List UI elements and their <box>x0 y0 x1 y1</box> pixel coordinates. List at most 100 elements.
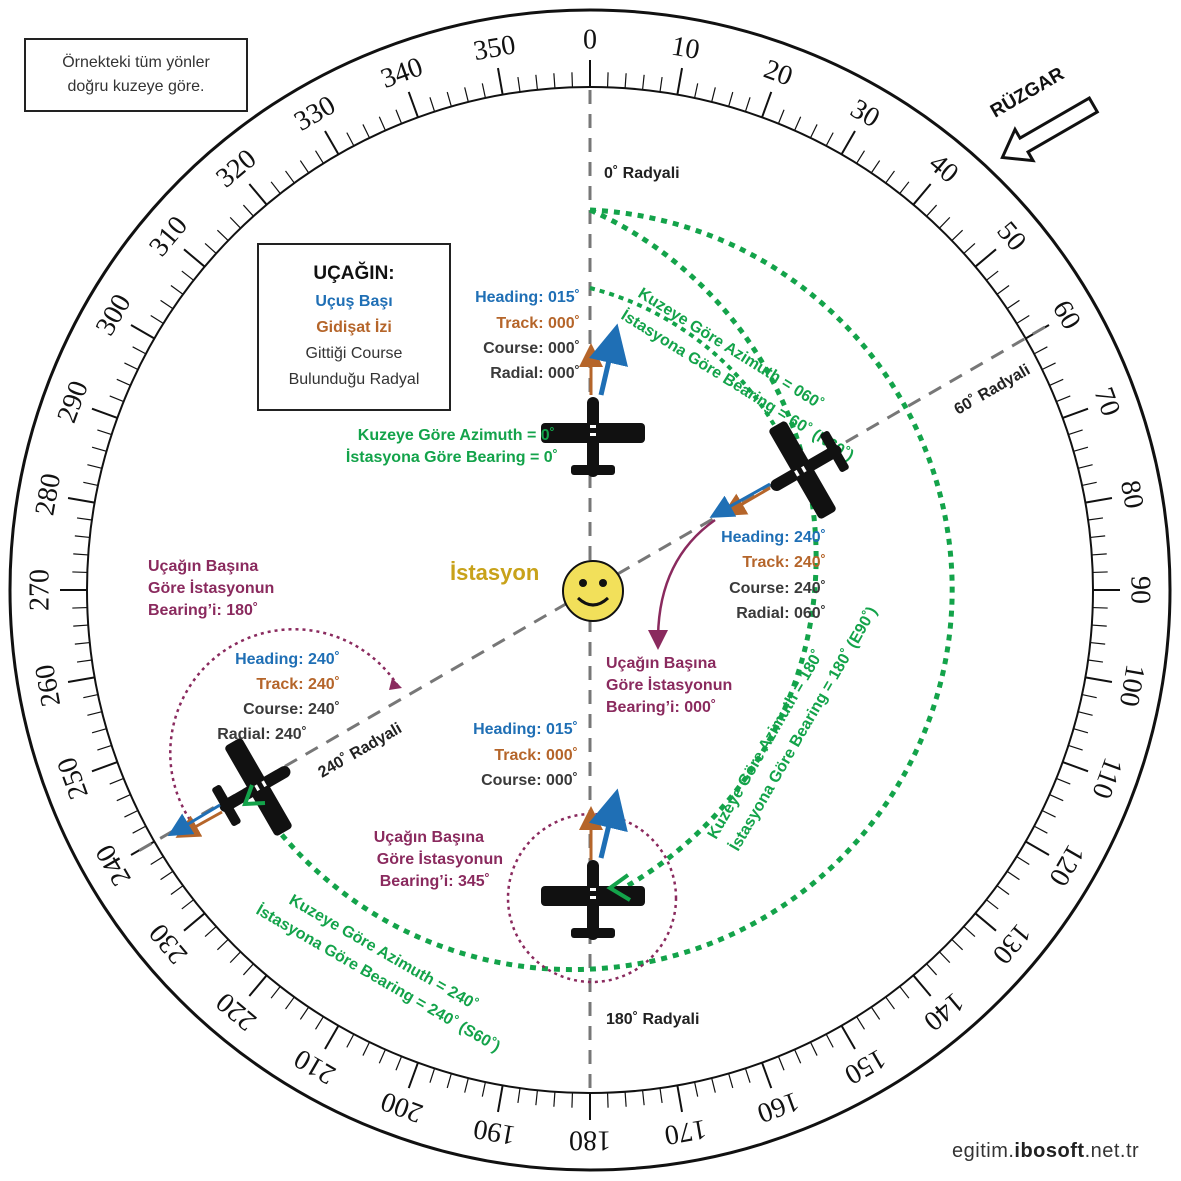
compass-tick <box>1033 346 1048 355</box>
compass-number: 70 <box>1088 383 1127 420</box>
compass-tick <box>825 132 834 147</box>
compass-number: 50 <box>991 216 1033 257</box>
smiley-icon <box>562 560 624 622</box>
bearing-text: İstasyona Göre Bearing = 0˚ <box>346 448 558 466</box>
compass-tick <box>429 97 436 112</box>
compass-tick <box>885 170 895 184</box>
compass-number: 220 <box>210 986 262 1037</box>
compass-tick <box>777 1056 785 1071</box>
compass-tick <box>777 109 785 124</box>
compass-tick <box>885 996 895 1010</box>
compass-tick <box>464 87 469 103</box>
course-text: Course: 000˚ <box>483 340 580 357</box>
compass-tick <box>1016 856 1030 866</box>
compass-number: 280 <box>29 471 67 518</box>
compass-tick <box>571 72 574 88</box>
site-prefix: egitim. <box>952 1140 1015 1162</box>
rel-bearing-2: Göre İstasyonun <box>606 676 732 694</box>
compass-tick <box>378 1049 386 1064</box>
rel-bearing-3: Bearing’i: 345˚ <box>380 873 490 890</box>
compass-number: 300 <box>90 289 138 341</box>
compass-tick <box>216 229 229 242</box>
compass-number: 20 <box>760 54 797 93</box>
compass-tick <box>362 1041 371 1056</box>
compass-tick <box>446 91 452 107</box>
compass-tick <box>985 270 999 281</box>
compass-tick <box>132 346 147 355</box>
compass-tick <box>1049 794 1064 802</box>
compass-tick <box>553 1091 556 1107</box>
compass-tick <box>378 116 386 131</box>
compass-tick <box>1081 481 1097 487</box>
compass-number: 120 <box>1042 839 1090 891</box>
compass-number: 170 <box>662 1113 709 1151</box>
compass-tick <box>67 676 95 684</box>
compass-tick <box>181 270 194 281</box>
legend-radial: Bulunduğu Radyal <box>288 371 420 388</box>
compass-tick <box>74 535 90 539</box>
track-text: Track: 000˚ <box>496 315 580 332</box>
radial-label-0: 0˚ Radyali <box>604 165 680 182</box>
compass-tick <box>299 160 310 174</box>
compass-tick <box>395 1056 403 1071</box>
compass-tick <box>446 1073 452 1089</box>
compass-tick <box>1092 571 1108 574</box>
compass-tick <box>711 87 716 103</box>
compass-tick <box>1016 314 1030 324</box>
compass-tick <box>624 73 627 89</box>
compass-tick <box>985 899 999 910</box>
compass-tick <box>324 130 340 155</box>
wind-label: RÜZGAR <box>987 63 1068 122</box>
wind-indicator: RÜZGAR <box>987 63 1100 163</box>
compass-tick <box>496 67 504 95</box>
radial-text: Radial: 000˚ <box>490 365 580 382</box>
compass-tick <box>870 1006 881 1020</box>
compass-tick <box>996 285 1010 295</box>
compass-number: 210 <box>289 1042 341 1090</box>
compass-tick <box>553 73 556 89</box>
compass-tick <box>1091 624 1107 627</box>
compass-tick <box>204 926 217 938</box>
heading-arrow <box>709 482 771 518</box>
compass-tick <box>72 606 88 609</box>
compass-tick <box>825 1033 834 1048</box>
compass-tick <box>840 1025 856 1050</box>
compass-tick <box>97 744 112 751</box>
track-text: Track: 240˚ <box>256 676 340 693</box>
compass-tick <box>285 170 295 184</box>
compass-tick <box>76 517 92 521</box>
compass-tick <box>996 885 1010 895</box>
compass-tick <box>535 74 539 90</box>
compass-tick <box>1068 429 1083 436</box>
course-text: Course: 240˚ <box>729 580 826 597</box>
compass-tick <box>314 150 324 164</box>
rel-bearing-1: Uçağın Başına <box>606 655 716 672</box>
compass-tick <box>711 1077 716 1093</box>
compass-tick <box>109 395 124 403</box>
compass-tick <box>794 116 802 131</box>
compass-tick <box>761 1062 773 1089</box>
compass-tick <box>346 132 355 147</box>
compass-tick <box>926 963 938 976</box>
rel-bearing-3: Bearing’i: 180˚ <box>148 602 258 619</box>
compass-tick <box>87 464 103 469</box>
track-text: Track: 240˚ <box>742 554 826 571</box>
compass-number: 180 <box>569 1125 611 1156</box>
rel-bearing-3: Bearing’i: 000˚ <box>606 699 716 716</box>
compass-tick <box>407 1062 419 1089</box>
compass-number: 340 <box>377 51 427 94</box>
compass-tick <box>1056 395 1071 403</box>
compass-tick <box>809 1041 818 1056</box>
relative-bearing-arc <box>169 628 400 821</box>
compass-number: 350 <box>471 29 518 67</box>
compass-tick <box>1062 761 1089 773</box>
plane-west: Heading: 240˚ Track: 240˚ Course: 240˚ R… <box>148 558 402 855</box>
azimuth-arc-60 <box>589 286 792 456</box>
compass-tick <box>362 124 371 139</box>
radial-text: Radial: 240˚ <box>217 726 307 743</box>
compass-tick <box>1077 464 1093 469</box>
compass-number: 90 <box>1125 576 1156 604</box>
compass-tick <box>606 72 609 88</box>
compass-tick <box>659 1088 663 1104</box>
compass-tick <box>481 1081 487 1097</box>
